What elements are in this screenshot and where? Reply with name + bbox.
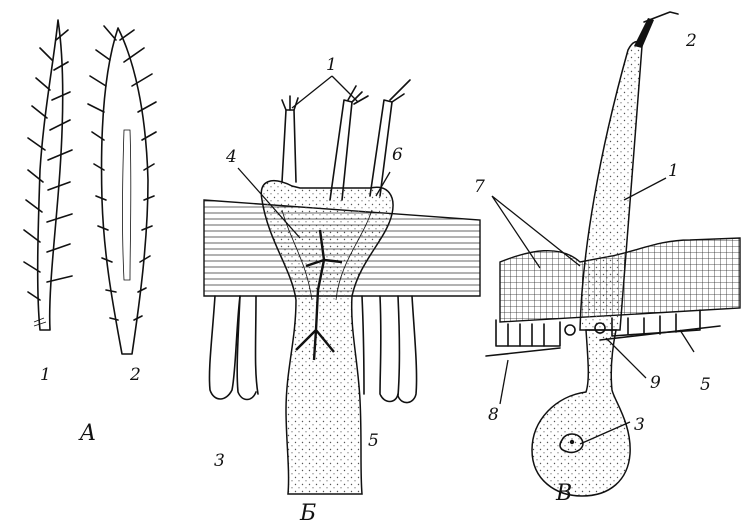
panel-c-label-9: 9 xyxy=(650,373,661,393)
panel-b-label-4: 4 xyxy=(225,147,237,167)
seta-tufts xyxy=(282,80,410,200)
panel-b-label-3: 3 xyxy=(214,451,225,471)
panel-c-label-3: 3 xyxy=(634,415,645,435)
panel-b-label-1: 1 xyxy=(326,55,337,75)
panel-c: 7 1 2 5 9 3 8 В xyxy=(474,12,740,506)
panel-b: 1 4 6 3 5 Б xyxy=(204,55,480,526)
panel-c-label-1: 1 xyxy=(668,161,679,181)
panel-a-label-2: 2 xyxy=(129,365,141,385)
panel-b-label-6: 6 xyxy=(392,145,403,165)
panel-a-letter: A xyxy=(78,421,96,446)
hollow-serrated-seta-icon xyxy=(88,26,156,354)
panel-c-label-7: 7 xyxy=(474,177,485,197)
panel-c-label-5: 5 xyxy=(700,375,711,395)
panel-b-letter: Б xyxy=(299,501,316,526)
hair-bulb xyxy=(532,330,630,496)
panel-c-label-8: 8 xyxy=(488,405,499,425)
panel-b-label-5: 5 xyxy=(368,431,379,451)
panel-a-label-1: 1 xyxy=(40,365,51,385)
panel-c-label-2: 2 xyxy=(685,31,697,51)
socket-cell-icon xyxy=(565,325,575,335)
serrated-seta-icon xyxy=(24,20,72,330)
panel-a: 1 2 A xyxy=(24,20,156,446)
panel-c-letter: В xyxy=(555,481,572,506)
